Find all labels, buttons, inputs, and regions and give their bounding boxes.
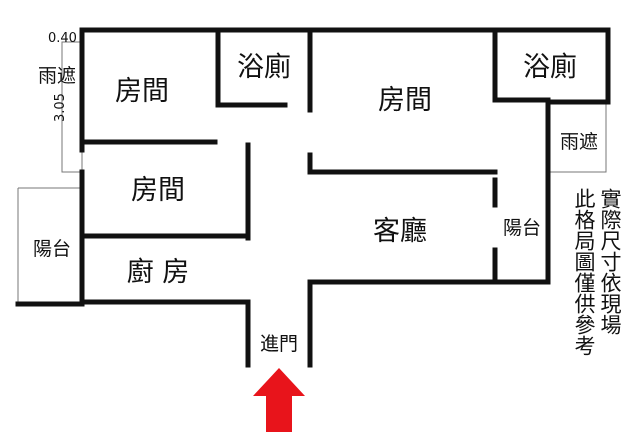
walls: [15, 27, 611, 368]
room-label-bedroom-mid-left: 房間: [131, 175, 185, 206]
dimension-labels: 0.40 3.05: [48, 31, 77, 122]
dimension-depth: 0.40: [48, 31, 77, 46]
room-label-balcony-left: 陽台: [33, 238, 71, 260]
disclaimer-note: 實際尺寸依現場 此格局圖僅供參考: [572, 188, 622, 356]
note-column-1: 實際尺寸依現場: [598, 188, 622, 335]
room-label-bathroom-1: 浴廁: [237, 52, 291, 83]
room-label-bedroom-top-center: 房間: [378, 85, 432, 116]
room-label-entrance: 進門: [260, 333, 298, 355]
room-label-kitchen: 廚 房: [127, 257, 190, 288]
entrance-arrow-icon: [253, 368, 305, 432]
room-label-bedroom-top-left: 房間: [115, 76, 169, 107]
note-column-2: 此格局圖僅供參考: [572, 188, 596, 356]
dimension-width: 3.05: [53, 93, 68, 122]
room-label-awning-right: 雨遮: [560, 131, 598, 153]
room-label-awning-left: 雨遮: [38, 65, 76, 87]
room-label-balcony-right: 陽台: [503, 217, 541, 239]
room-label-living-room: 客廳: [373, 216, 427, 247]
room-label-bathroom-2: 浴廁: [523, 52, 577, 83]
room-labels: 房間 浴廁 房間 浴廁 房間 客廳 廚 房 陽台 陽台 雨遮 雨遮 進門: [33, 52, 598, 355]
